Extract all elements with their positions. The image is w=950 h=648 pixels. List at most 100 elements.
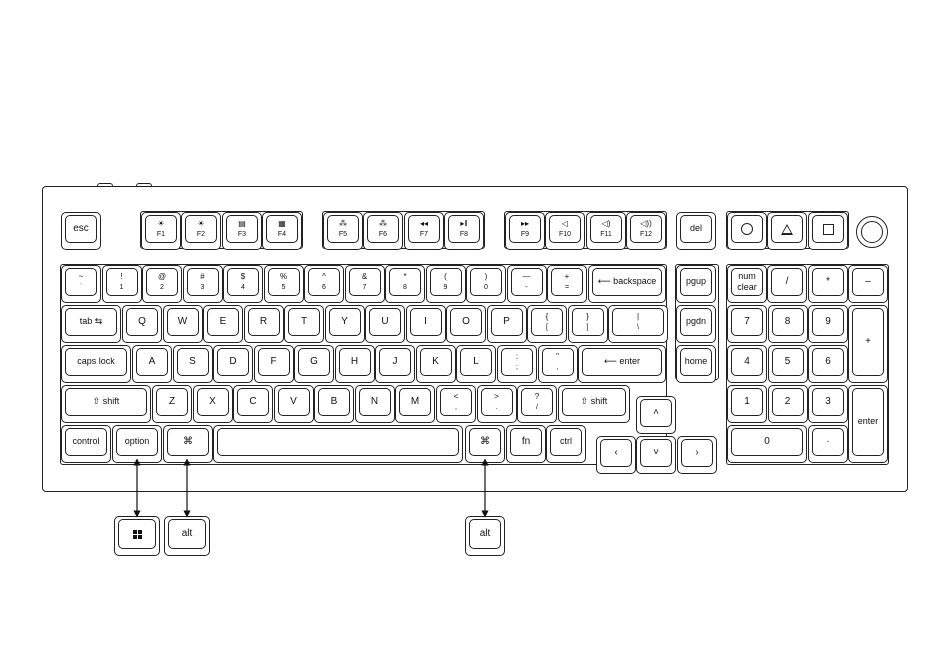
key-number-1[interactable]: !1 [101,265,142,303]
key-f4[interactable]: ▦F4 [262,212,302,250]
key-number-12[interactable]: += [547,265,587,303]
numpad-7-key[interactable]: 7 [727,305,767,343]
key-a[interactable]: A [132,345,172,383]
numpad-minus-key[interactable]: – [848,265,888,303]
key-bracket-1[interactable]: }] [567,305,608,343]
key-h[interactable]: H [334,345,375,383]
key-f[interactable]: F [253,345,294,383]
key-punct3-0[interactable]: <, [436,385,476,423]
home-key[interactable]: home [676,345,716,383]
key-punct3-2[interactable]: ?/ [517,385,557,423]
key-f1[interactable]: ☀F1 [141,212,181,250]
key-number-9[interactable]: (9 [425,265,466,303]
numpad-2-key[interactable]: 2 [767,385,808,423]
key-number-3[interactable]: #3 [182,265,223,303]
square-key[interactable] [808,212,848,250]
key-number-4[interactable]: $4 [223,265,263,303]
right-arrow-key[interactable]: › [677,436,717,474]
key-number-11[interactable]: —- [506,265,547,303]
key-j[interactable]: J [375,345,415,383]
left-shift-key[interactable]: ⇧ shift [61,385,151,423]
key-s[interactable]: S [172,345,213,383]
numpad-4-key[interactable]: 4 [727,345,767,383]
key-z[interactable]: Z [152,385,192,423]
option-key[interactable]: option [112,425,162,463]
key-m[interactable]: M [395,385,435,423]
key-v[interactable]: V [273,385,314,423]
key-k[interactable]: K [415,345,456,383]
key-o[interactable]: O [446,305,486,343]
key-b[interactable]: B [314,385,354,423]
space-bar[interactable] [213,425,463,463]
key-y[interactable]: Y [324,305,365,343]
numpad-enter-key[interactable]: enter [848,385,888,463]
key-f6[interactable]: ⁂F6 [363,212,403,250]
numpad-star-key[interactable]: * [808,265,848,303]
command-right-key[interactable]: ⌘ [465,425,505,463]
key-d[interactable]: D [213,345,253,383]
rotary-knob[interactable] [856,216,888,248]
key-w[interactable]: W [162,305,203,343]
key-e[interactable]: E [203,305,243,343]
key-punct3-1[interactable]: >. [476,385,517,423]
command-left-key[interactable]: ⌘ [163,425,213,463]
triangle-key[interactable] [767,212,807,250]
numpad-5-key[interactable]: 5 [767,345,808,383]
key-x[interactable]: X [192,385,233,423]
key-bracket-2[interactable]: |\ [608,305,668,343]
esc-key[interactable]: esc [61,212,101,250]
key-number-6[interactable]: ^6 [304,265,344,303]
numpad-plus-key[interactable]: + [848,305,888,383]
key-f9[interactable]: ▸▸F9 [505,212,545,250]
tab-key[interactable]: tab ⇆ [61,305,121,343]
key-l[interactable]: L [456,345,496,383]
up-arrow-key[interactable]: ˄ [636,396,676,434]
numpad-1-key[interactable]: 1 [727,385,767,423]
numpad-9-key[interactable]: 9 [808,305,848,343]
pgup-key[interactable]: pgup [676,265,716,303]
key-g[interactable]: G [294,345,334,383]
key-punct2-1[interactable]: ", [537,345,578,383]
numpad-dot-key[interactable]: · [808,425,848,463]
key-f12[interactable]: ◁))F12 [626,212,666,250]
numpad-3-key[interactable]: 3 [808,385,848,423]
key-punct2-0[interactable]: :; [497,345,537,383]
circle-key[interactable] [727,212,767,250]
key-f10[interactable]: ◁F10 [545,212,585,250]
key-p[interactable]: P [486,305,527,343]
key-r[interactable]: R [243,305,284,343]
backspace-key[interactable]: ⟵ backspace [588,265,666,303]
key-t[interactable]: T [284,305,324,343]
numpad-slash-key[interactable]: / [767,265,807,303]
key-q[interactable]: Q [122,305,162,343]
key-bracket-0[interactable]: {[ [527,305,567,343]
key-f7[interactable]: ◂◂F7 [404,212,444,250]
key-number-8[interactable]: *8 [385,265,425,303]
key-number-7[interactable]: &7 [344,265,385,303]
key-c[interactable]: C [233,385,273,423]
down-arrow-key[interactable]: ˅ [636,436,676,474]
caps-lock-key[interactable]: caps lock [61,345,131,383]
fn-key[interactable]: fn [506,425,546,463]
right-shift-key[interactable]: ⇧ shift [558,385,630,423]
pgdn-key[interactable]: pgdn [676,305,716,343]
key-f2[interactable]: ☀F2 [181,212,221,250]
key-i[interactable]: I [405,305,446,343]
key-number-0[interactable]: ~` [61,265,101,303]
key-number-5[interactable]: %5 [263,265,304,303]
control-key[interactable]: control [61,425,111,463]
key-f11[interactable]: ◁)F11 [586,212,626,250]
numpad-0-key[interactable]: 0 [727,425,807,463]
key-f8[interactable]: ▸‖F8 [444,212,484,250]
key-number-10[interactable]: )0 [466,265,506,303]
numpad-8-key[interactable]: 8 [767,305,808,343]
enter-key[interactable]: ⟵ enter [578,345,666,383]
key-f3[interactable]: ▤F3 [222,212,262,250]
left-arrow-key[interactable]: ‹ [596,436,636,474]
key-f5[interactable]: ⁂F5 [323,212,363,250]
numpad-6-key[interactable]: 6 [808,345,848,383]
del-key[interactable]: del [676,212,716,250]
key-n[interactable]: N [354,385,395,423]
key-u[interactable]: U [365,305,405,343]
